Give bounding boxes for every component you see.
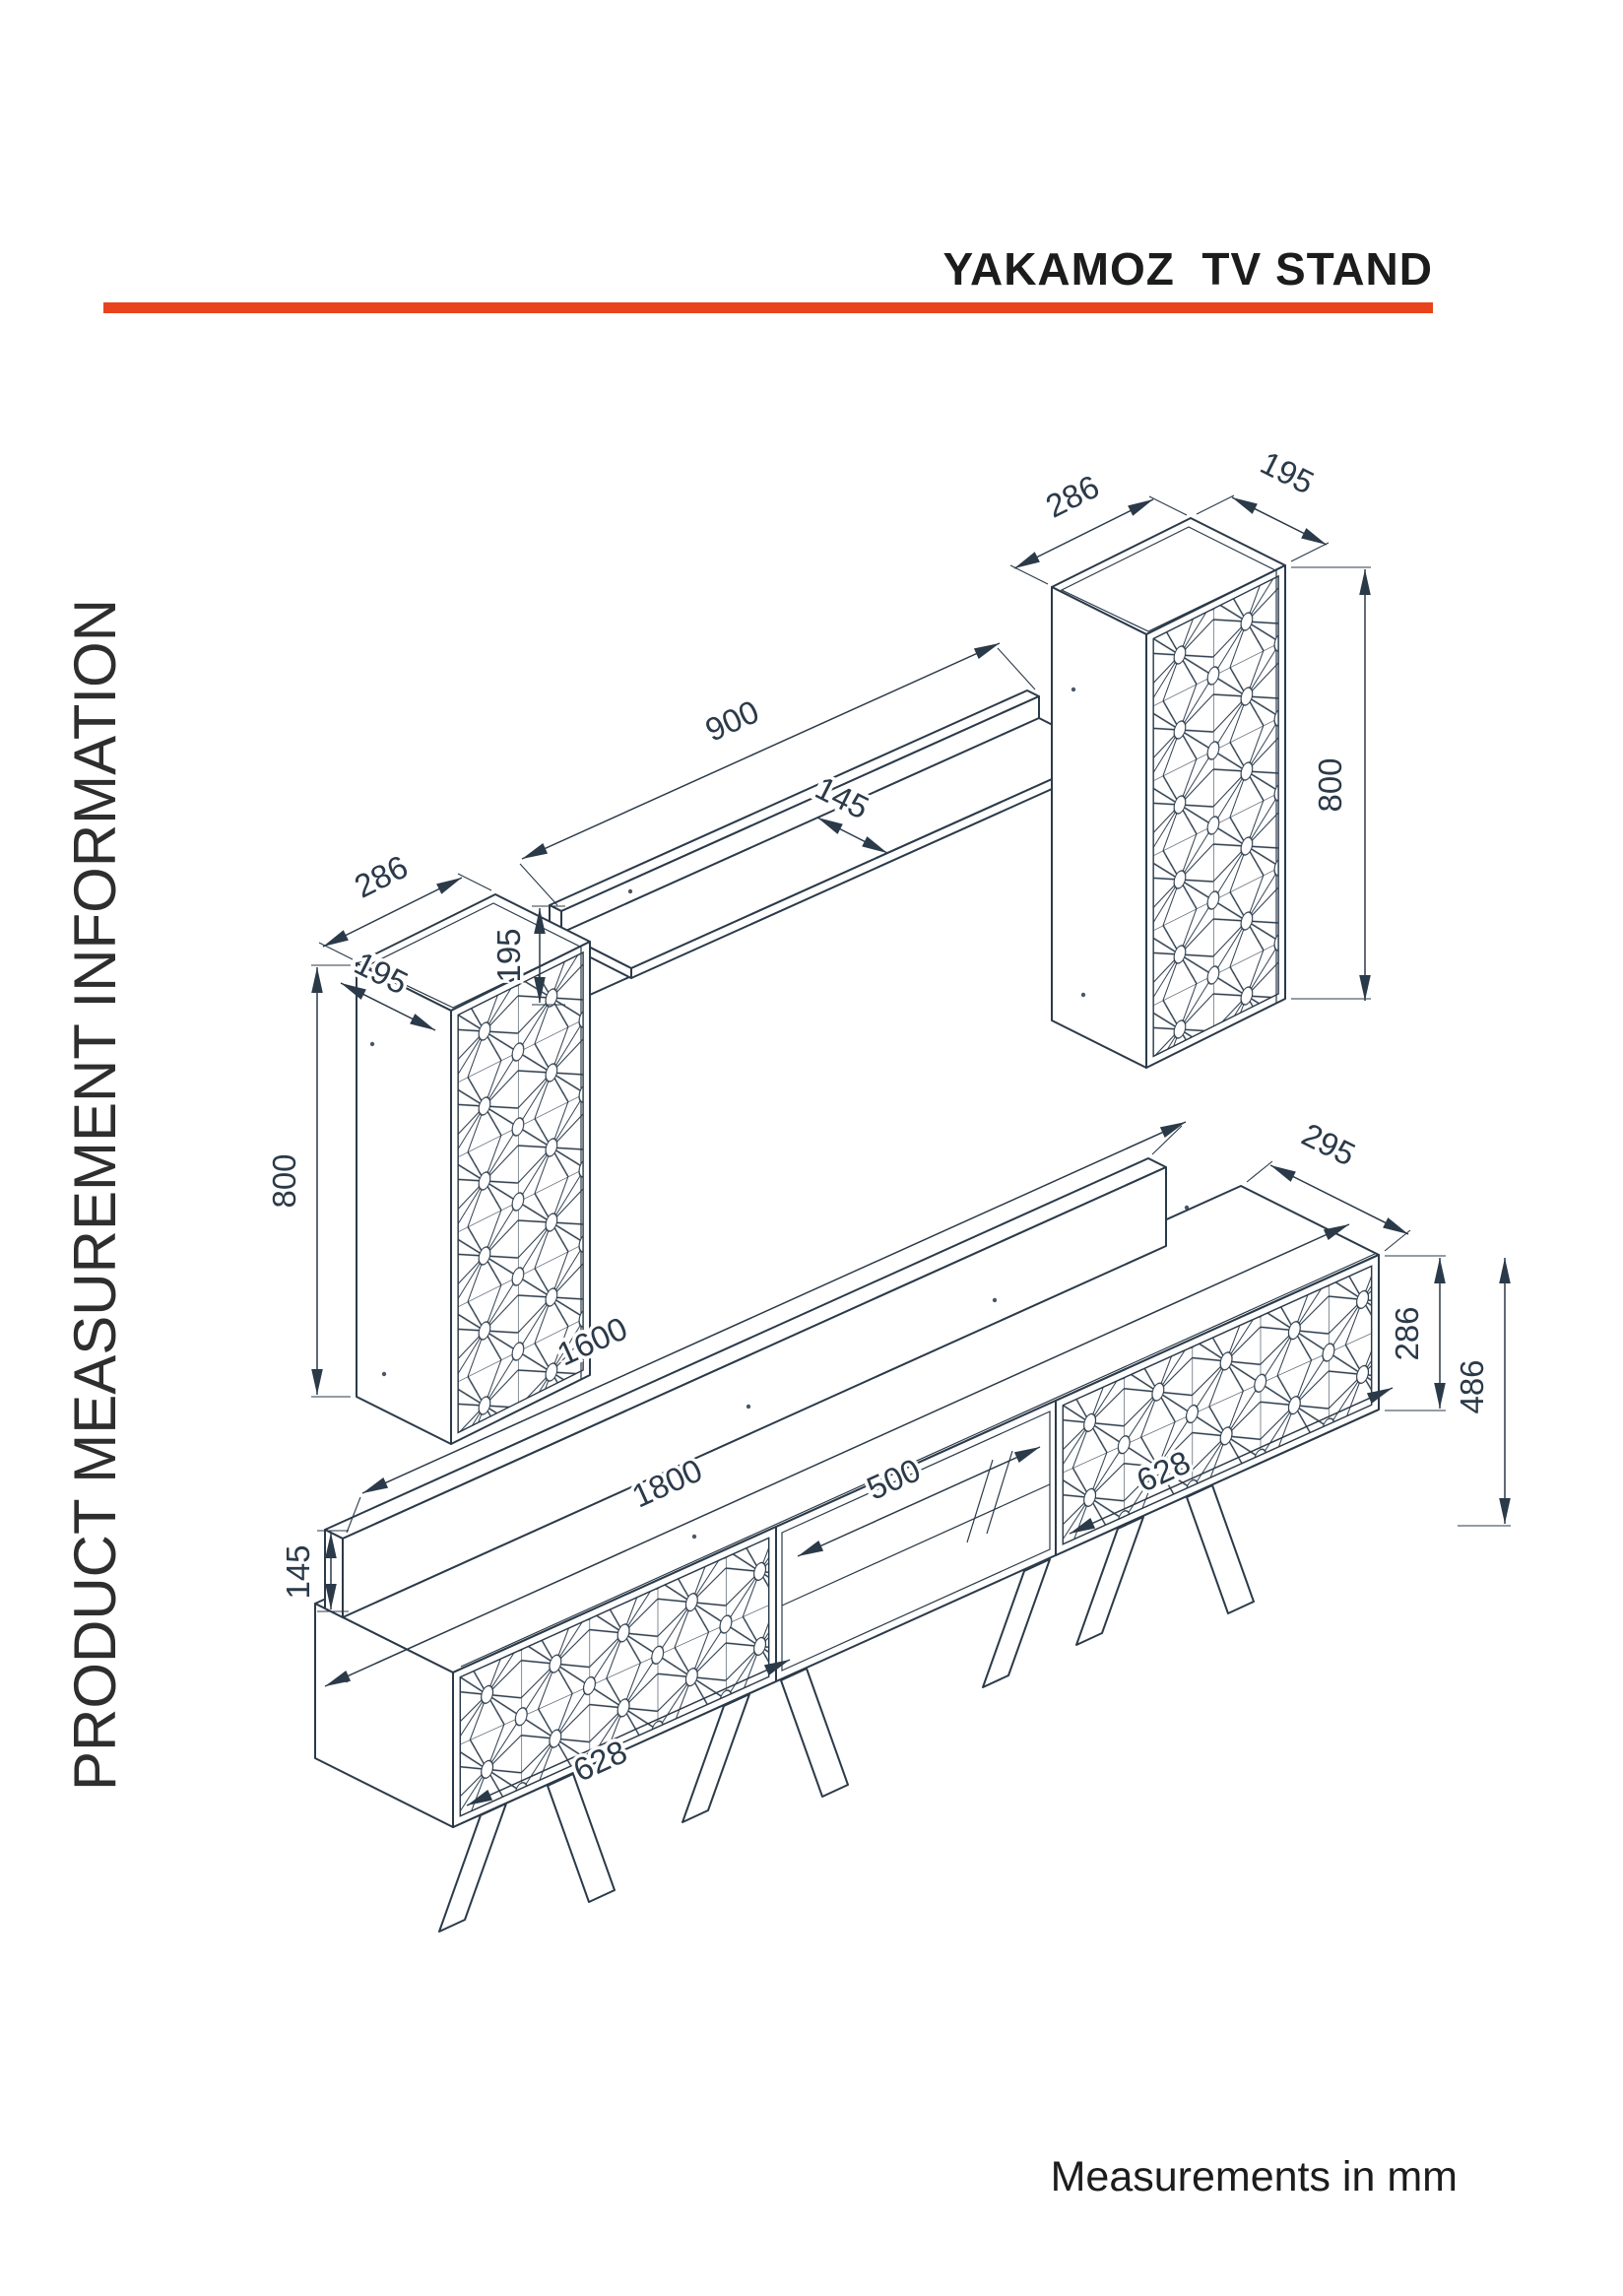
right-cabinet-door-pattern	[1152, 574, 1279, 1058]
dim-label-tv-back-panel-height: 145	[280, 1544, 316, 1599]
dim-label-right-cabinet-width: 286	[1040, 468, 1105, 525]
dim-shelf-back-height: 195	[487, 905, 565, 1006]
dim-label-right-cabinet-depth: 195	[1255, 444, 1320, 501]
dim-label-tv-depth: 295	[1296, 1116, 1361, 1173]
dim-label-shelf-back-height: 195	[490, 928, 527, 982]
right-cabinet	[1051, 517, 1286, 1069]
wall-shelf	[549, 689, 1110, 1009]
dim-tv-body-height: 286	[1385, 1255, 1446, 1411]
dim-left-cabinet-height: 800	[263, 964, 351, 1398]
page-title: YAKAMOZ TV STAND	[942, 243, 1433, 295]
units-note: Measurements in mm	[1050, 2153, 1458, 2200]
dim-tv-back-panel-height: 145	[277, 1530, 349, 1612]
dim-label-shelf-length: 900	[700, 692, 764, 748]
dim-label-left-cabinet-height: 800	[266, 1153, 302, 1208]
dim-label-tv-total-height: 486	[1454, 1359, 1490, 1413]
dim-tv-total-height: 486	[1451, 1258, 1511, 1527]
dim-label-left-cabinet-width: 286	[349, 848, 414, 905]
dim-label-right-cabinet-height: 800	[1312, 757, 1348, 812]
dim-label-tv-body-height: 286	[1389, 1306, 1425, 1360]
accent-divider	[103, 302, 1433, 313]
dim-right-cabinet-height: 800	[1291, 566, 1371, 1001]
